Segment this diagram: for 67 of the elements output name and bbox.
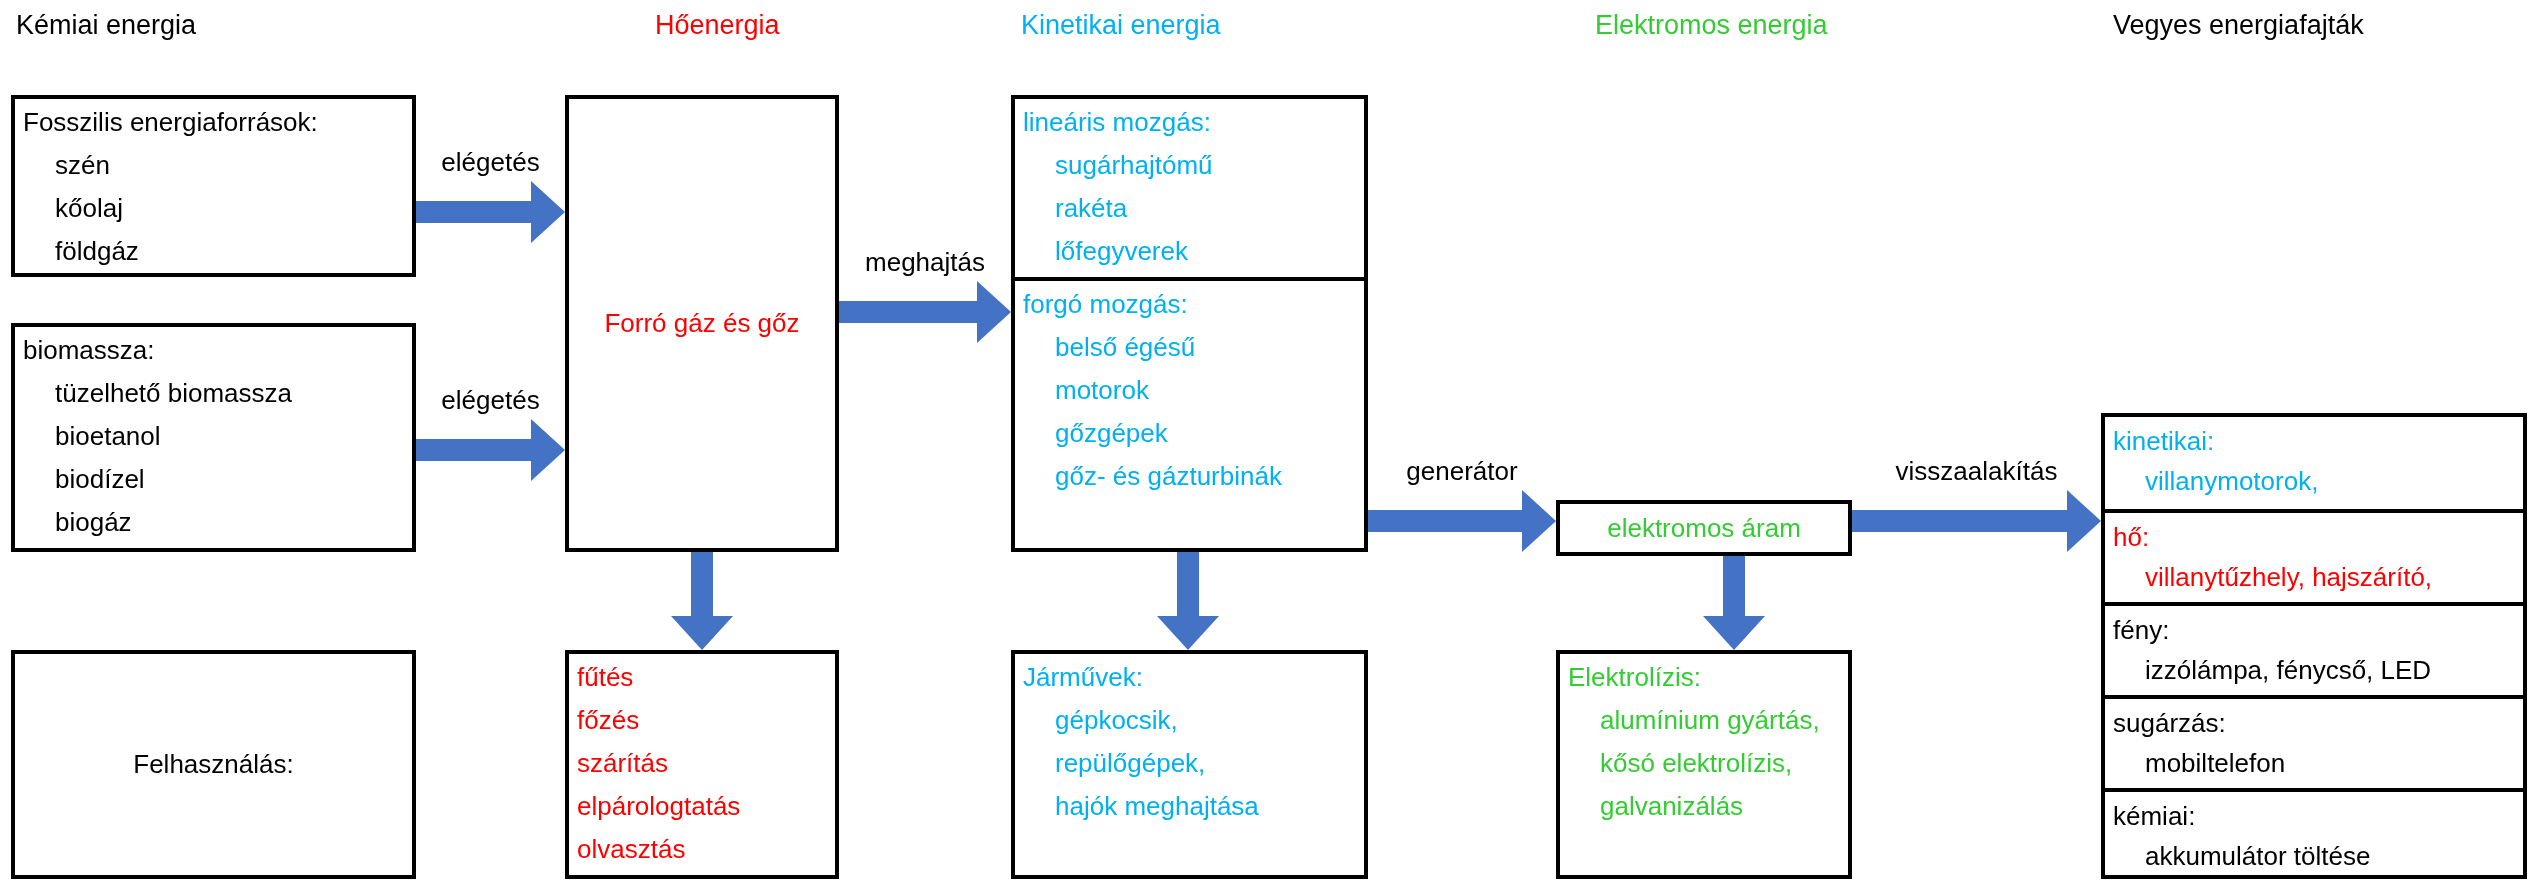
item-text: motorok — [1054, 374, 1150, 407]
block-arrow — [671, 552, 733, 650]
text-box — [1556, 500, 1852, 556]
item-text: biodízel — [54, 463, 146, 496]
item-text: tüzelhető biomassza — [54, 377, 294, 410]
block-arrow — [839, 281, 1011, 343]
item-text: galvanizálás — [1599, 790, 1745, 823]
block-arrow — [1703, 556, 1765, 650]
item-text: szárítás — [577, 747, 670, 780]
column-heading: Elektromos energia — [1595, 10, 1828, 41]
text-box — [11, 95, 416, 277]
text-box — [1011, 650, 1368, 879]
item-text: Felhasználás: — [133, 748, 294, 781]
heading-text: Elektrolízis: — [1568, 661, 1702, 694]
block-arrow — [1852, 490, 2101, 552]
item-text: főzés — [577, 704, 641, 737]
text-box — [11, 650, 416, 879]
item-text: belső égésű — [1054, 331, 1197, 364]
item-text: elektromos áram — [1607, 511, 1801, 545]
heading-text: hő: — [2113, 521, 2151, 554]
text-box — [1556, 650, 1852, 879]
column-heading: Kémiai energia — [16, 10, 197, 41]
container-box — [2101, 413, 2527, 879]
item-text: repülőgépek, — [1054, 747, 1207, 780]
heading-text: lineáris mozgás: — [1023, 106, 1212, 139]
heading-text: Járművek: — [1023, 661, 1144, 694]
item-text: elpárologtatás — [577, 790, 742, 823]
item-text: Forró gáz és gőz — [604, 307, 800, 340]
block-arrow — [416, 181, 565, 243]
item-text: villanymotorok, — [2144, 465, 2320, 498]
item-text: izzólámpa, fénycső, LED — [2144, 654, 2433, 687]
block-arrow — [1157, 552, 1219, 650]
heading-text: sugárzás: — [2113, 707, 2227, 740]
item-text: kősó elektrolízis, — [1599, 747, 1794, 780]
item-text: olvasztás — [577, 833, 687, 866]
item-text: földgáz — [54, 235, 140, 268]
text-box — [565, 95, 839, 552]
column-heading: Vegyes energiafajták — [2113, 10, 2364, 41]
item-text: hajók meghajtása — [1054, 790, 1260, 823]
column-heading: Kinetikai energia — [1021, 10, 1221, 41]
heading-text: Fosszilis energiaforrások: — [23, 106, 319, 139]
block-arrow — [1368, 490, 1556, 552]
heading-text: biomassza: — [23, 334, 156, 367]
heading-text: forgó mozgás: — [1023, 288, 1189, 321]
item-text: sugárhajtómű — [1054, 149, 1214, 182]
item-text: akkumulátor töltése — [2144, 840, 2372, 873]
item-text: lőfegyverek — [1054, 235, 1189, 268]
item-text: alumínium gyártás, — [1599, 704, 1821, 737]
heading-text: kinetikai: — [2113, 425, 2216, 458]
item-text: fűtés — [577, 661, 635, 694]
heading-text: fény: — [2113, 614, 2171, 647]
block-arrow — [416, 419, 565, 481]
item-text: bioetanol — [54, 420, 162, 453]
item-text: villanytűzhely, hajszárító, — [2144, 561, 2434, 594]
container-box — [1011, 95, 1368, 552]
item-text: gépkocsik, — [1054, 704, 1179, 737]
column-heading: Hőenergia — [655, 10, 780, 41]
item-text: mobiltelefon — [2144, 747, 2287, 780]
text-box — [11, 323, 416, 552]
item-text: kőolaj — [54, 192, 124, 225]
heading-text: kémiai: — [2113, 800, 2197, 833]
text-box — [565, 650, 839, 879]
item-text: rakéta — [1054, 192, 1129, 225]
item-text: gőzgépek — [1054, 417, 1169, 450]
item-text: gőz- és gázturbinák — [1054, 460, 1283, 493]
item-text: szén — [54, 149, 111, 182]
item-text: biogáz — [54, 506, 133, 539]
